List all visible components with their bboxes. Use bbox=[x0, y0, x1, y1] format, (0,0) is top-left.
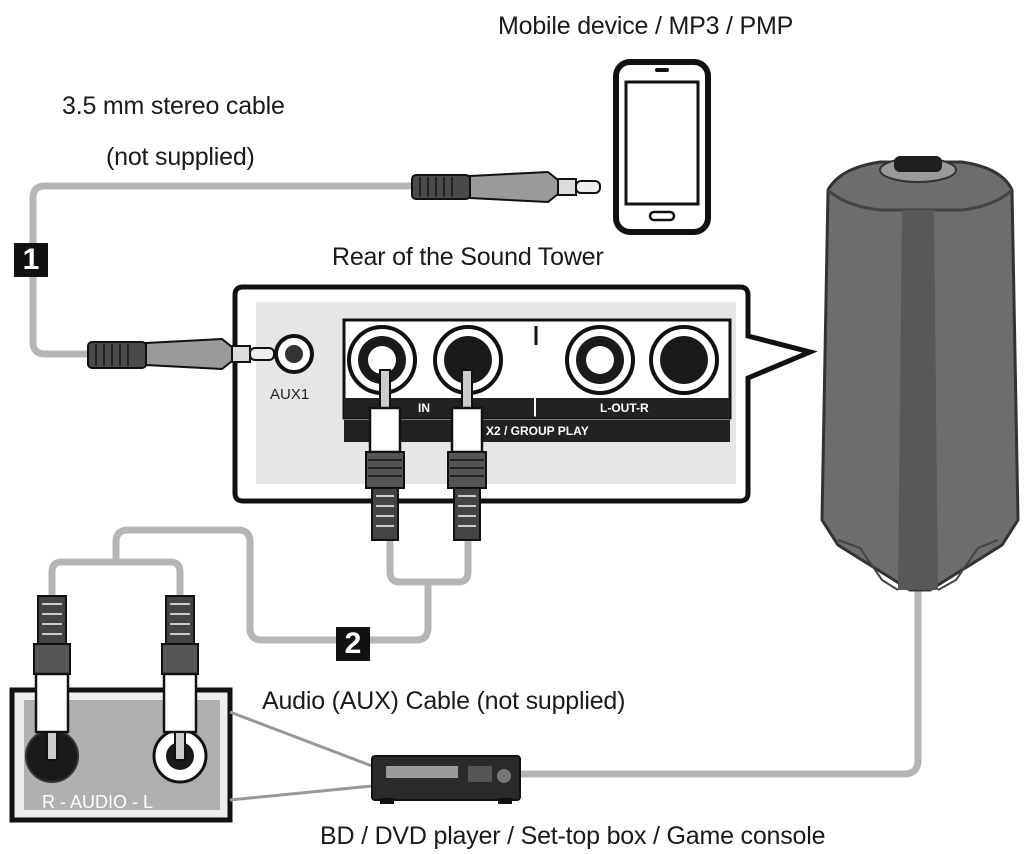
rear-panel-callout bbox=[232, 284, 818, 504]
stereo-plug-phone-icon bbox=[411, 170, 601, 204]
audio-cable-label: Audio (AUX) Cable (not supplied) bbox=[262, 687, 626, 715]
dvd-player-icon bbox=[371, 755, 521, 804]
rca-plug-tower-white-icon bbox=[365, 369, 405, 541]
in-right-jack-icon bbox=[433, 325, 503, 395]
step-2-badge: 2 bbox=[336, 627, 370, 661]
phone-icon bbox=[613, 59, 711, 235]
out-left-jack-icon bbox=[565, 325, 635, 395]
aux1-label: AUX1 bbox=[270, 386, 310, 403]
mobile-device-label: Mobile device / MP3 / PMP bbox=[498, 12, 794, 40]
stereo-plug-aux1-icon bbox=[87, 337, 275, 371]
rca-cable-loop-top bbox=[386, 536, 472, 586]
rear-of-tower-label: Rear of the Sound Tower bbox=[332, 243, 604, 271]
rca-plug-source-l-icon bbox=[161, 595, 199, 761]
sound-tower-icon bbox=[820, 156, 1020, 592]
speaker-power-cable bbox=[514, 588, 922, 778]
rca-cable-loop-bottom bbox=[48, 558, 184, 602]
panel-jacks bbox=[347, 325, 719, 395]
aux1-jack-icon bbox=[274, 334, 314, 374]
out-right-jack-icon bbox=[649, 325, 719, 395]
rca-plug-tower-red-icon bbox=[447, 369, 487, 541]
stereo-cable-label-line2: (not supplied) bbox=[106, 143, 255, 171]
aux2-group-play-label: X2 / GROUP PLAY bbox=[486, 424, 589, 438]
step-1-badge: 1 bbox=[14, 243, 48, 277]
in-left-jack-icon bbox=[347, 325, 417, 395]
audio-panel-label: R - AUDIO - L bbox=[42, 792, 154, 812]
source-devices-label: BD / DVD player / Set-top box / Game con… bbox=[320, 822, 826, 850]
out-label: L-OUT-R bbox=[600, 401, 649, 415]
rca-plug-source-r-icon bbox=[33, 595, 71, 761]
stereo-cable-label-line1: 3.5 mm stereo cable bbox=[62, 92, 285, 120]
in-label: IN bbox=[418, 401, 430, 415]
rca-cable-long bbox=[112, 526, 432, 644]
